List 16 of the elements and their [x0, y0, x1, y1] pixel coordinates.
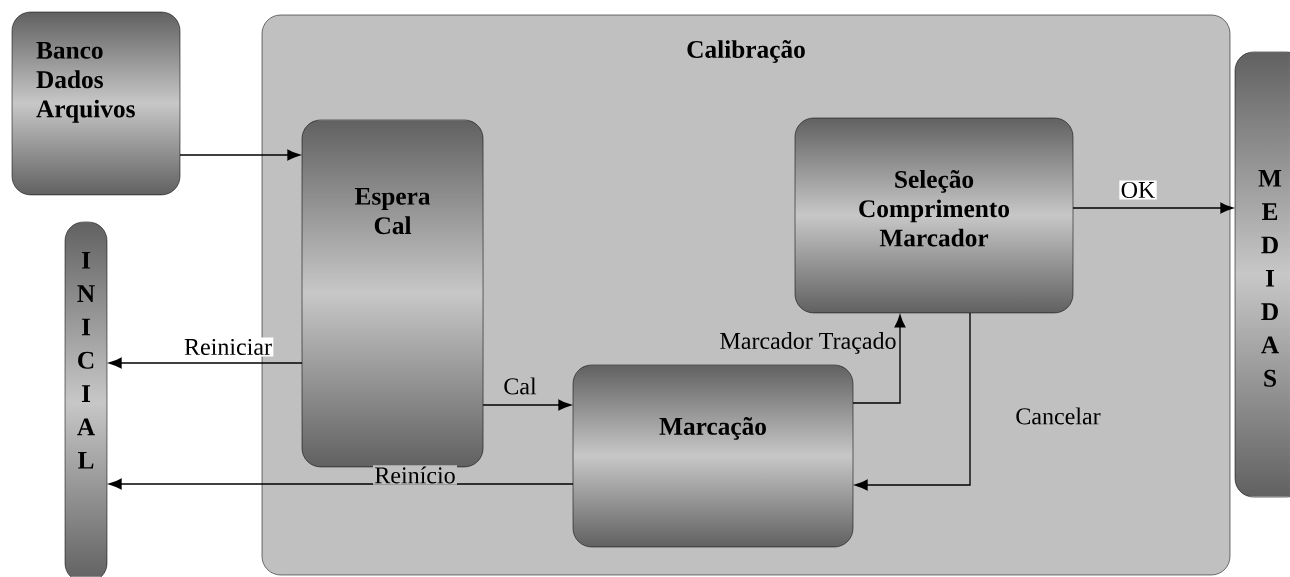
edge-label: Cal [502, 376, 538, 396]
state-box: INICIAL [64, 221, 108, 577]
state-box: MEDIDAS [1234, 51, 1290, 498]
edge-label: Reinício [373, 465, 457, 485]
arrow [108, 357, 303, 369]
arrow [482, 399, 572, 411]
arrow [1072, 202, 1234, 214]
arrow [852, 314, 906, 404]
arrow [179, 149, 301, 161]
edge-label: Cancelar [1014, 406, 1102, 426]
state-box: Marcação [572, 364, 854, 548]
arrow [854, 312, 971, 491]
edge-label: Marcador Traçado [718, 330, 898, 356]
store-box: Banco Dados Arquivos [11, 11, 181, 196]
state-box: Seleção Comprimento Marcador [794, 117, 1074, 314]
edge-label: Reiniciar [182, 337, 274, 357]
